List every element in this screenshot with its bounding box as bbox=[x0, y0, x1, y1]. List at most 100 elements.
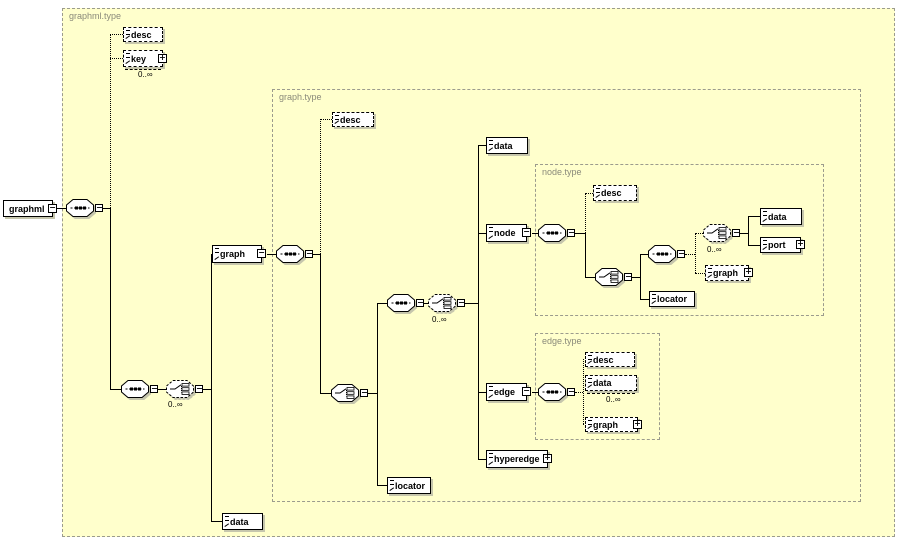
sequence-compositor[interactable]: − bbox=[66, 199, 103, 217]
element-label: desc bbox=[131, 29, 152, 40]
repeat-marker bbox=[125, 66, 161, 70]
collapse-button[interactable]: − bbox=[195, 383, 203, 393]
sequence-icon bbox=[387, 294, 415, 312]
element-data[interactable]: data bbox=[222, 513, 263, 530]
choice-compositor[interactable]: − bbox=[428, 294, 465, 312]
element-label: data bbox=[230, 516, 249, 527]
connector-line bbox=[211, 521, 222, 522]
sequence-compositor[interactable]: − bbox=[276, 245, 313, 263]
expand-button[interactable]: + bbox=[744, 267, 753, 277]
element-desc[interactable]: desc bbox=[123, 27, 163, 42]
collapse-button[interactable]: − bbox=[48, 202, 57, 213]
element-label: edge bbox=[494, 387, 516, 397]
connector-line bbox=[583, 359, 584, 424]
element-label: desc bbox=[340, 114, 361, 125]
expand-button[interactable]: + bbox=[796, 239, 805, 249]
choice-compositor[interactable]: − bbox=[703, 224, 740, 242]
connector-line bbox=[748, 216, 760, 217]
element-data[interactable]: data bbox=[486, 137, 528, 154]
collapse-button[interactable]: − bbox=[360, 387, 368, 397]
collapse-button[interactable]: − bbox=[624, 271, 632, 281]
connector-line bbox=[320, 254, 321, 393]
sequence-icon bbox=[121, 380, 149, 398]
collapse-button[interactable]: − bbox=[257, 248, 266, 258]
choice-icon bbox=[703, 224, 731, 242]
collapse-button[interactable]: − bbox=[522, 227, 531, 237]
element-label: port bbox=[768, 240, 786, 250]
collapse-button[interactable]: − bbox=[305, 248, 313, 258]
sequence-icon bbox=[538, 224, 566, 242]
sequence-compositor[interactable]: − bbox=[387, 294, 424, 312]
connector-line bbox=[377, 485, 387, 486]
element-node[interactable]: node − bbox=[486, 224, 531, 242]
connector-line bbox=[695, 233, 696, 273]
connector-line bbox=[368, 393, 377, 394]
choice-compositor[interactable]: − bbox=[331, 384, 368, 402]
connector-line bbox=[532, 392, 538, 393]
connector-line bbox=[585, 233, 586, 277]
connector-line bbox=[685, 254, 695, 255]
element-key[interactable]: key + bbox=[123, 50, 167, 70]
expand-button[interactable]: + bbox=[543, 453, 552, 463]
element-data[interactable]: data bbox=[760, 208, 802, 225]
connector-line bbox=[320, 393, 331, 394]
sequence-compositor[interactable]: − bbox=[538, 224, 575, 242]
container-label: node.type bbox=[542, 167, 582, 177]
repeat-marker bbox=[587, 390, 635, 394]
connector-line bbox=[478, 233, 486, 234]
element-desc[interactable]: desc bbox=[332, 112, 374, 127]
collapse-button[interactable]: − bbox=[150, 383, 158, 393]
connector-line bbox=[377, 303, 387, 304]
element-locator[interactable]: locator bbox=[387, 477, 431, 494]
element-graph[interactable]: graph + bbox=[705, 265, 753, 281]
collapse-button[interactable]: − bbox=[416, 297, 424, 307]
element-hyperedge[interactable]: hyperedge + bbox=[486, 450, 552, 468]
expand-button[interactable]: + bbox=[158, 52, 167, 63]
collapse-button[interactable]: − bbox=[732, 227, 740, 237]
element-graphml[interactable]: graphml − bbox=[3, 200, 57, 217]
collapse-button[interactable]: − bbox=[457, 297, 465, 307]
connector-line bbox=[267, 254, 276, 255]
element-desc[interactable]: desc bbox=[593, 185, 637, 201]
connector-line bbox=[110, 34, 123, 35]
sequence-compositor[interactable]: − bbox=[121, 380, 158, 398]
choice-compositor[interactable]: − bbox=[166, 380, 203, 398]
occurrence-label: 0..∞ bbox=[707, 245, 722, 254]
sequence-compositor[interactable]: − bbox=[648, 245, 685, 263]
collapse-button[interactable]: − bbox=[567, 386, 575, 396]
container-label: graphml.type bbox=[69, 11, 122, 21]
connector-line bbox=[575, 392, 583, 393]
connector-line bbox=[585, 277, 595, 278]
sequence-compositor[interactable]: − bbox=[538, 383, 575, 401]
connector-line bbox=[585, 193, 586, 233]
collapse-button[interactable]: − bbox=[522, 386, 531, 396]
element-data[interactable]: data bbox=[585, 375, 637, 394]
collapse-button[interactable]: − bbox=[567, 227, 575, 237]
element-edge[interactable]: edge − bbox=[486, 383, 531, 401]
element-port[interactable]: port + bbox=[760, 237, 805, 253]
connector-line bbox=[748, 245, 760, 246]
element-label: key bbox=[131, 53, 147, 64]
connector-line bbox=[478, 392, 486, 393]
element-desc[interactable]: desc bbox=[585, 352, 635, 367]
collapse-button[interactable]: − bbox=[677, 248, 685, 258]
connector-line bbox=[478, 145, 486, 146]
connector-line bbox=[203, 389, 211, 390]
choice-compositor[interactable]: − bbox=[595, 268, 632, 286]
connector-line bbox=[103, 208, 110, 209]
collapse-button[interactable]: − bbox=[95, 202, 103, 212]
element-label: graph bbox=[220, 249, 246, 259]
element-graph[interactable]: graph + bbox=[585, 417, 642, 432]
expand-button[interactable]: + bbox=[633, 418, 642, 429]
connector-line bbox=[640, 299, 649, 300]
choice-icon bbox=[428, 294, 456, 312]
element-locator[interactable]: locator bbox=[649, 291, 695, 307]
element-label: data bbox=[494, 140, 513, 151]
element-label: data bbox=[768, 211, 787, 222]
element-label: graph bbox=[713, 268, 739, 278]
connector-line bbox=[695, 233, 703, 234]
connector-line bbox=[640, 254, 648, 255]
element-graph[interactable]: graph − bbox=[212, 245, 266, 263]
choice-icon bbox=[595, 268, 623, 286]
occurrence-label: 0..∞ bbox=[432, 315, 447, 324]
